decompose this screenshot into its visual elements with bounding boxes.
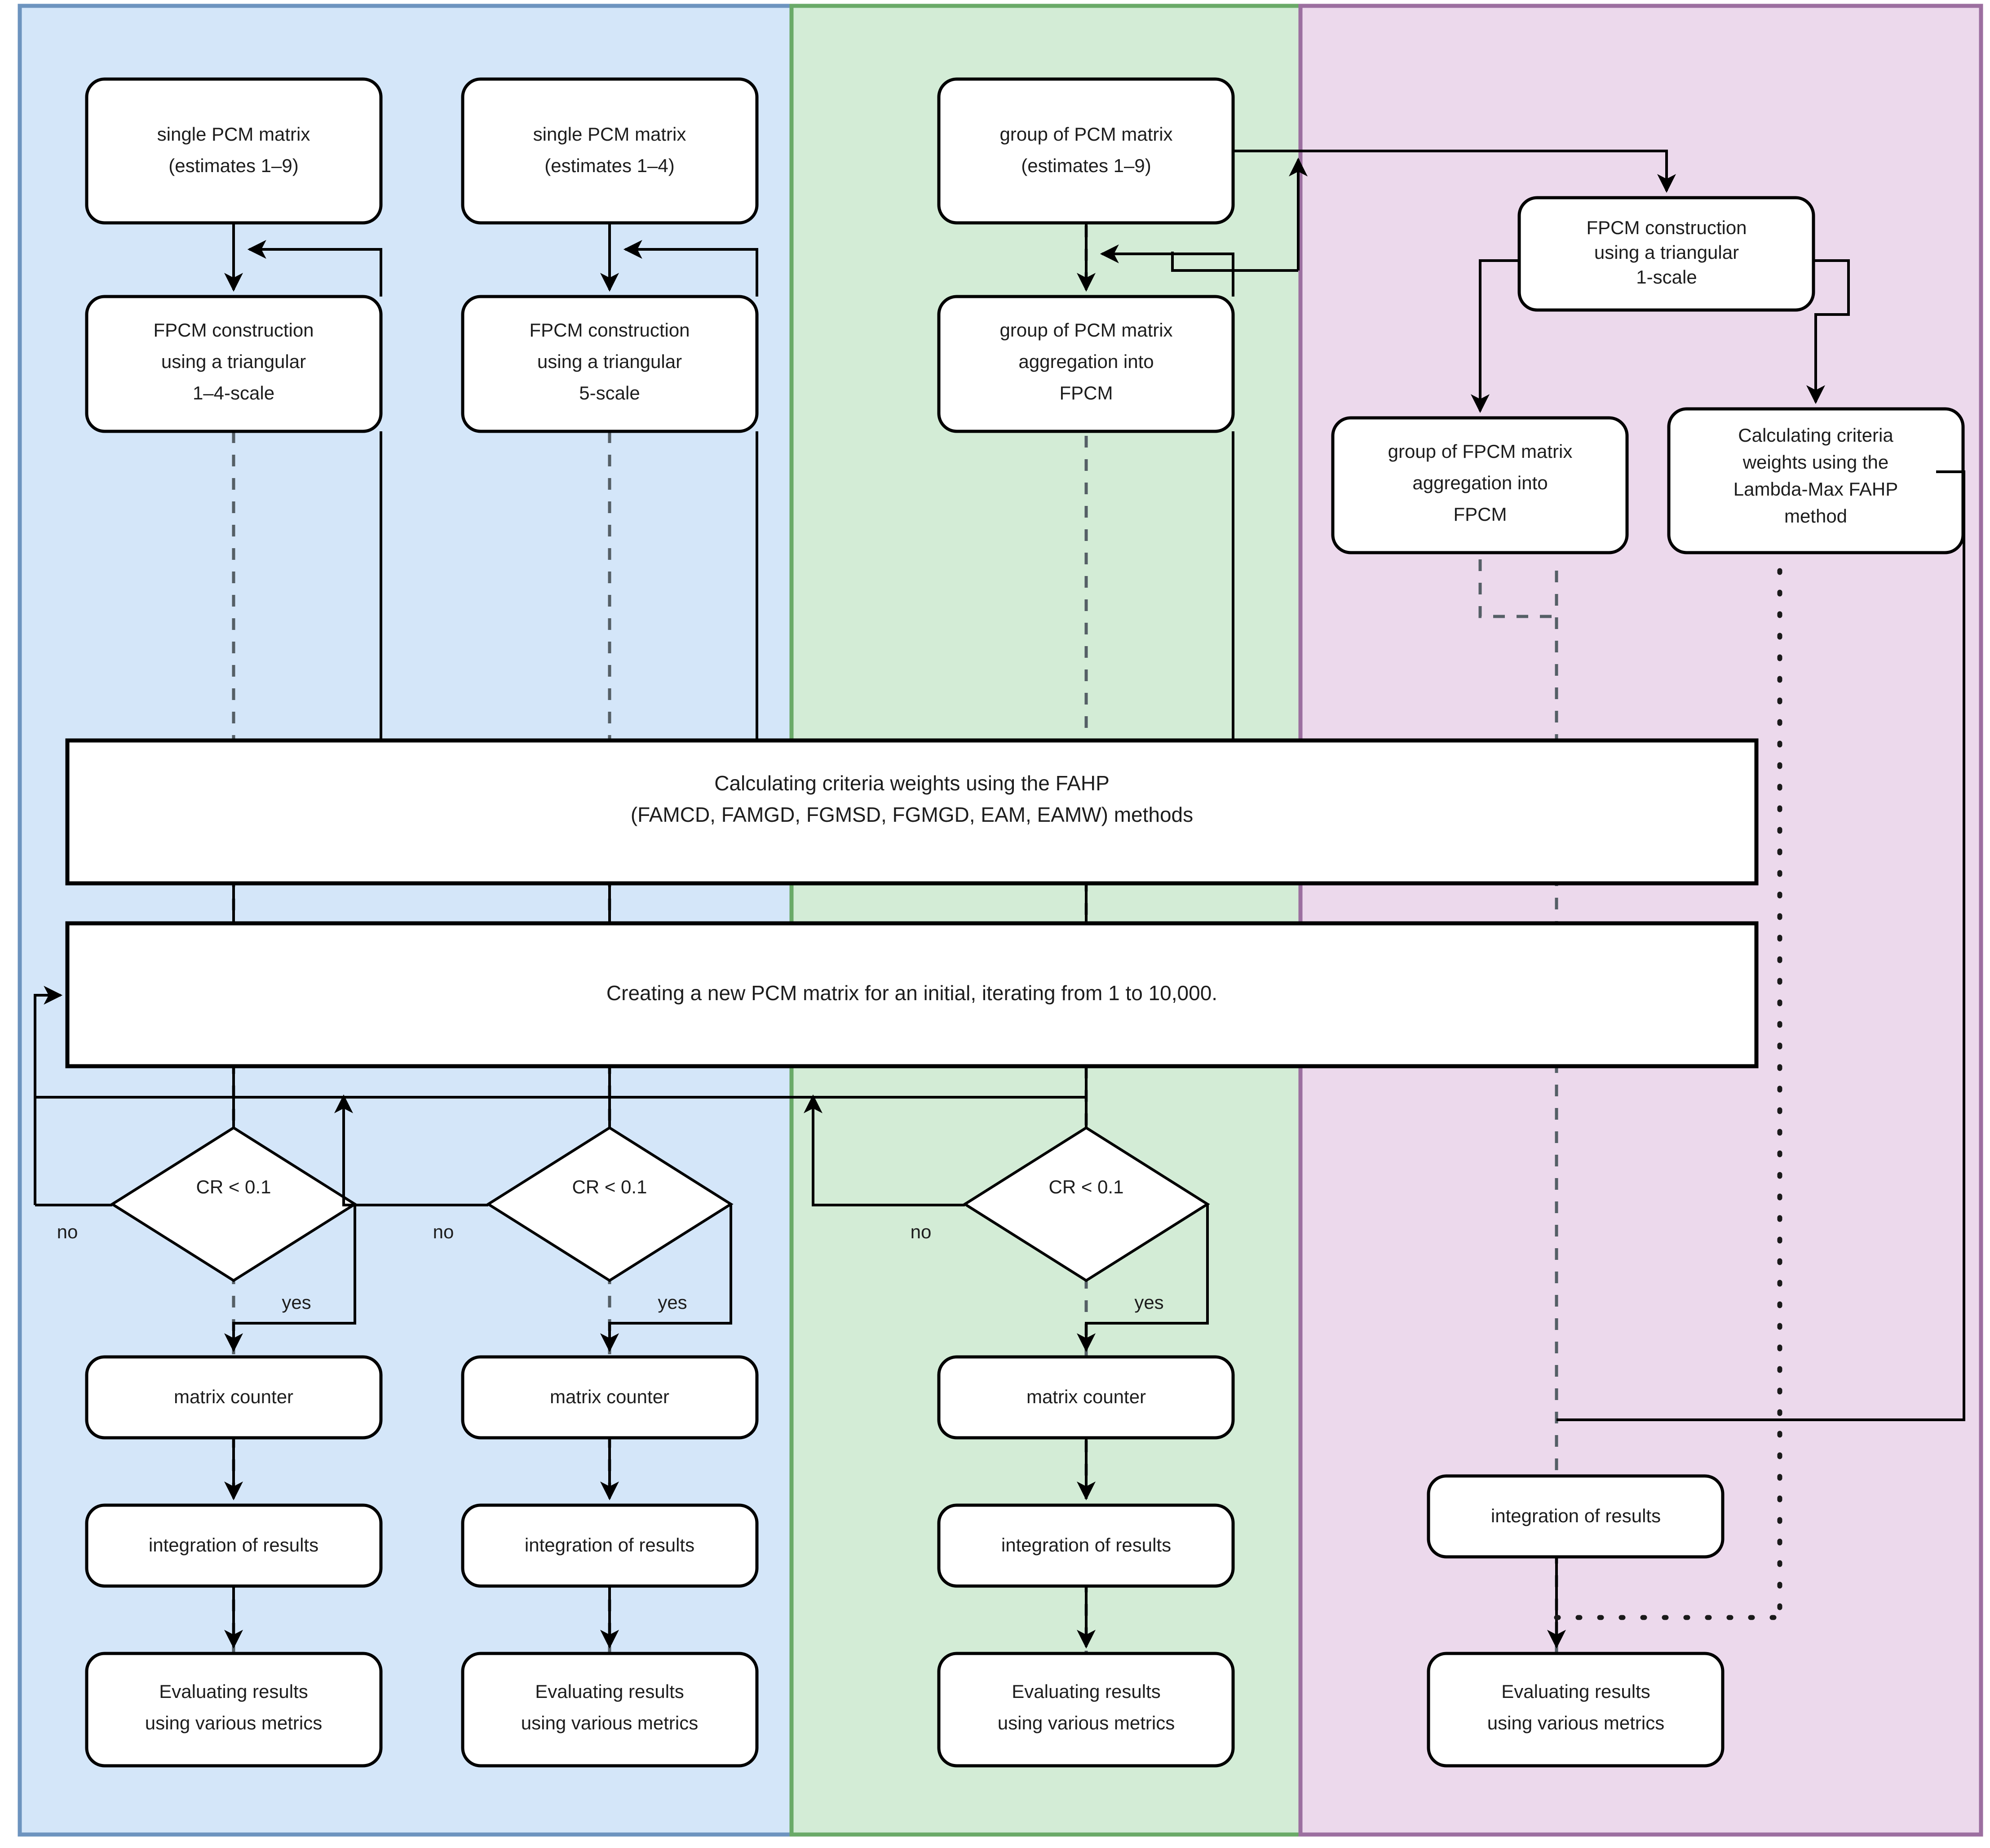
edge-fpcm1-to-group-fpcm-agg	[1471, 259, 1519, 413]
edge-label-no-col1: no	[57, 1221, 78, 1242]
node-group-pcm-1-9[interactable]	[937, 77, 1235, 225]
node-fpcm-tri-5-scale-label2: using a triangular	[537, 351, 682, 372]
node-integration-col1-label: integration of results	[149, 1534, 318, 1556]
edge-yes-col3-to-counter	[1077, 1205, 1209, 1352]
edge-no-col2-left	[334, 1094, 488, 1206]
node-fpcm-tri-5-scale-label: FPCM construction	[529, 319, 690, 341]
node-fahp-weights[interactable]	[65, 738, 1759, 886]
decision-cr-col3[interactable]	[962, 1126, 1210, 1282]
node-matrix-counter-col2-label: matrix counter	[550, 1386, 669, 1407]
decision-cr-col1[interactable]	[110, 1126, 358, 1282]
decision-cr-col2-label: CR < 0.1	[572, 1176, 647, 1197]
node-evaluating-col4[interactable]	[1427, 1652, 1725, 1768]
node-single-pcm-1-9-label: single PCM matrix	[157, 124, 310, 145]
node-single-pcm-1-4-label: single PCM matrix	[533, 124, 686, 145]
node-group-fpcm-aggregation-label3: FPCM	[1454, 504, 1507, 525]
node-evaluating-col1[interactable]	[85, 1652, 383, 1768]
decision-cr-col2[interactable]	[486, 1126, 734, 1282]
node-fahp-weights-label2: (FAMCD, FAMGD, FGMSD, FGMGD, EAM, EAMW) …	[631, 803, 1193, 826]
node-fpcm-tri-1-4-scale-label3: 1–4-scale	[193, 382, 274, 403]
node-group-pcm-aggregation-label2: aggregation into	[1018, 351, 1154, 372]
edge-col1-feedback-into-fpcm	[247, 240, 382, 297]
edge-group-pcm-to-fpcm-1scale	[1233, 150, 1676, 193]
node-evaluating-col2-label2: using various metrics	[521, 1712, 698, 1733]
node-integration-col3-label: integration of results	[1001, 1534, 1171, 1556]
node-group-fpcm-aggregation-label2: aggregation into	[1412, 472, 1548, 493]
edge-yes-col1-to-counter	[224, 1205, 356, 1352]
node-group-pcm-aggregation-label3: FPCM	[1060, 382, 1113, 403]
node-single-pcm-1-9[interactable]	[85, 77, 383, 225]
node-matrix-counter-col3-label: matrix counter	[1026, 1386, 1146, 1407]
node-evaluating-col3-label: Evaluating results	[1012, 1681, 1161, 1702]
node-lambda-max-label4: method	[1784, 505, 1847, 527]
node-fpcm-tri-1-4-scale-label2: using a triangular	[161, 351, 306, 372]
node-integration-col4-label: integration of results	[1491, 1505, 1661, 1526]
decision-cr-col3-label: CR < 0.1	[1049, 1176, 1124, 1197]
edge-label-no-col3: no	[911, 1221, 932, 1242]
node-fpcm-tri-1-scale-label: FPCM construction	[1586, 217, 1747, 238]
node-fpcm-tri-1-scale[interactable]	[1517, 196, 1815, 312]
edge-fpcm1-to-lambda-max	[1806, 259, 1850, 404]
edge-label-yes-col3: yes	[1134, 1292, 1163, 1313]
node-single-pcm-1-4-label2: (estimates 1–4)	[544, 155, 674, 176]
edge-dashed-branch-col4	[1478, 559, 1557, 618]
node-evaluating-col1-label2: using various metrics	[145, 1712, 322, 1733]
node-evaluating-col1-label: Evaluating results	[159, 1681, 308, 1702]
node-fpcm-tri-5-scale[interactable]	[461, 295, 759, 433]
node-group-pcm-1-9-label: group of PCM matrix	[999, 124, 1172, 145]
node-lambda-max-label: Calculating criteria	[1738, 425, 1893, 446]
node-evaluating-col3[interactable]	[937, 1652, 1235, 1768]
node-lambda-max-label3: Lambda-Max FAHP	[1734, 479, 1898, 500]
node-fahp-weights-label: Calculating criteria weights using the F…	[714, 771, 1110, 795]
node-fpcm-tri-1-4-scale[interactable]	[85, 295, 383, 433]
node-fpcm-tri-1-4-scale-label: FPCM construction	[153, 319, 314, 341]
node-evaluating-col3-label2: using various metrics	[998, 1712, 1175, 1733]
node-fpcm-tri-1-scale-label2: using a triangular	[1594, 242, 1739, 263]
node-single-pcm-1-9-label2: (estimates 1–9)	[168, 155, 298, 176]
edge-yes-col2-to-counter	[600, 1205, 732, 1352]
edge-col3-feedback-into-agg	[1100, 244, 1234, 297]
node-new-pcm-iteration-label: Creating a new PCM matrix for an initial…	[606, 981, 1217, 1005]
edge-feedback-left-into-band	[34, 986, 63, 1205]
node-evaluating-col4-label: Evaluating results	[1501, 1681, 1650, 1702]
edge-label-yes-col2: yes	[658, 1292, 687, 1313]
node-integration-col4[interactable]	[1427, 1474, 1725, 1559]
edge-no-col3-left	[804, 1094, 965, 1206]
node-group-pcm-1-9-label2: (estimates 1–9)	[1021, 155, 1151, 176]
node-group-pcm-aggregation-label: group of PCM matrix	[999, 319, 1172, 341]
decision-cr-col1-label: CR < 0.1	[196, 1176, 271, 1197]
node-group-fpcm-aggregation-label: group of FPCM matrix	[1388, 441, 1573, 462]
edge-label-yes-col1: yes	[282, 1292, 311, 1313]
node-evaluating-col2[interactable]	[461, 1652, 759, 1768]
edge-fpcm-1scale-return-elbow	[1171, 252, 1298, 272]
node-matrix-counter-col1-label: matrix counter	[174, 1386, 293, 1407]
node-group-pcm-aggregation[interactable]	[937, 295, 1235, 433]
edge-col2-feedback-into-fpcm	[623, 240, 758, 297]
node-integration-col2-label: integration of results	[525, 1534, 694, 1556]
node-single-pcm-1-4[interactable]	[461, 77, 759, 225]
edge-label-no-col2: no	[433, 1221, 454, 1242]
node-evaluating-col4-label2: using various metrics	[1487, 1712, 1664, 1733]
node-lambda-max-label2: weights using the	[1742, 452, 1889, 473]
node-fpcm-tri-5-scale-label3: 5-scale	[579, 382, 640, 403]
node-group-fpcm-aggregation[interactable]	[1331, 416, 1629, 554]
node-fpcm-tri-1-scale-label3: 1-scale	[1636, 266, 1697, 288]
node-evaluating-col2-label: Evaluating results	[535, 1681, 684, 1702]
edge-lambda-max-down-route	[1557, 470, 1965, 1421]
node-new-pcm-iteration[interactable]	[65, 921, 1759, 1068]
